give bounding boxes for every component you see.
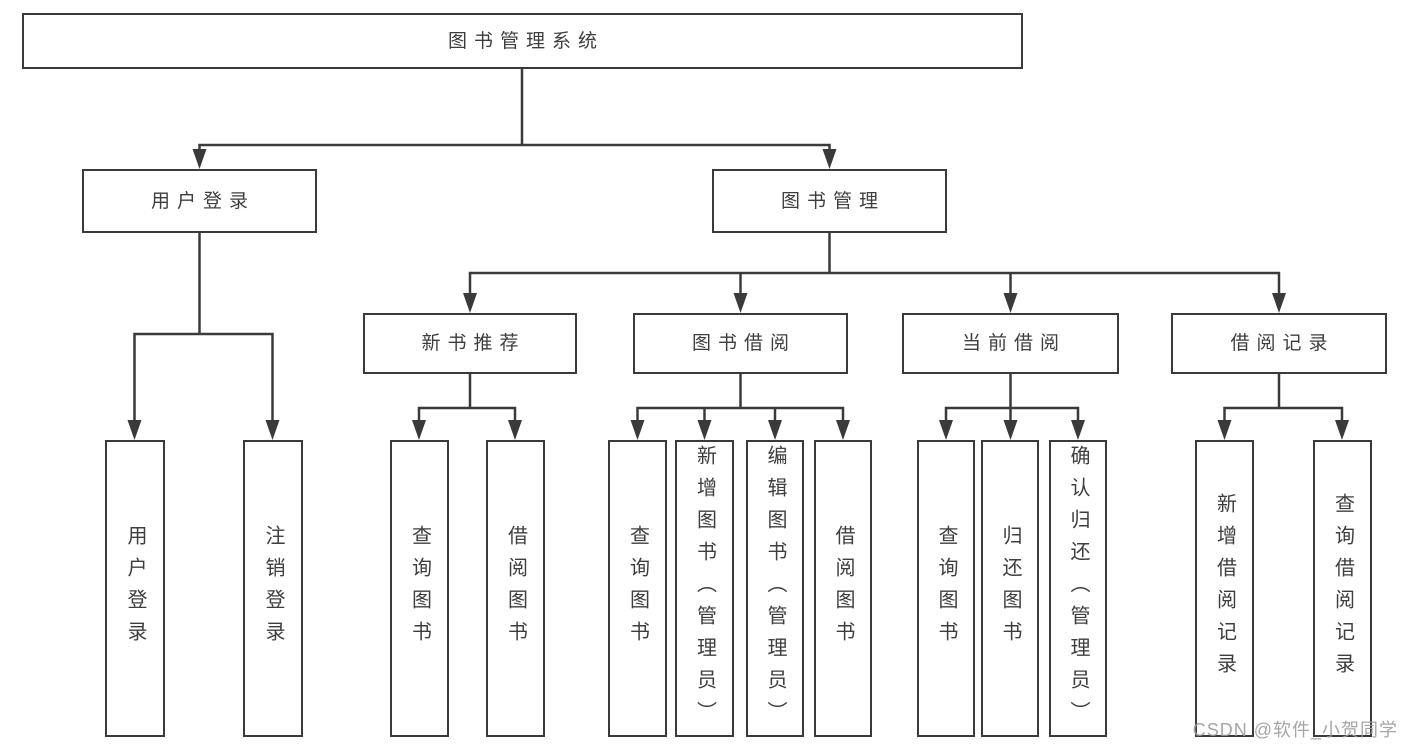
leaf-query-books-current-label: 查询图书: [935, 524, 957, 653]
node-root: 图书管理系统: [22, 13, 1023, 69]
leaf-query-books-recommend: 查询图书: [390, 440, 449, 737]
leaf-borrow-books-recommend-label: 借阅图书: [504, 524, 527, 653]
leaf-borrow-books: 借阅图书: [814, 440, 872, 737]
node-current-borrow: 当前借阅: [902, 313, 1119, 374]
arrowhead-icons: [127, 149, 1349, 440]
leaf-query-books-borrow-label: 查询图书: [626, 524, 649, 653]
leaf-return-book: 归还图书: [981, 440, 1039, 737]
leaf-edit-book-admin-label: 编辑图书（管理员）: [764, 444, 786, 733]
node-book-management-label: 图书管理: [780, 190, 885, 212]
leaf-edit-book-admin: 编辑图书（管理员）: [746, 440, 804, 737]
leaf-borrow-books-recommend: 借阅图书: [486, 440, 545, 737]
node-book-borrow: 图书借阅: [633, 313, 848, 374]
leaf-add-borrow-record: 新增借阅记录: [1195, 440, 1254, 737]
csdn-watermark: CSDN @软件_小贺同学: [1192, 720, 1398, 740]
node-current-borrow-label: 当前借阅: [961, 333, 1066, 354]
leaf-return-book-label: 归还图书: [999, 524, 1021, 653]
node-book-borrow-label: 图书借阅: [691, 333, 796, 354]
node-new-book-recommend-label: 新书推荐: [421, 333, 526, 354]
node-book-management: 图书管理: [712, 169, 947, 233]
leaf-add-book-admin-label: 新增图书（管理员）: [693, 444, 716, 733]
leaf-query-borrow-record-label: 查询借阅记录: [1331, 492, 1354, 685]
leaf-user-login-label: 用户登录: [124, 524, 146, 653]
leaf-user-login: 用户登录: [105, 440, 165, 737]
leaf-logout-label: 注销登录: [262, 524, 284, 653]
node-user-login-branch: 用户登录: [82, 169, 317, 233]
leaf-borrow-books-label: 借阅图书: [832, 524, 854, 653]
leaf-query-books-current: 查询图书: [917, 440, 975, 737]
leaf-add-borrow-record-label: 新增借阅记录: [1213, 492, 1236, 685]
leaf-query-borrow-record: 查询借阅记录: [1313, 440, 1372, 737]
leaf-confirm-return-admin: 确认归还（管理员）: [1049, 440, 1107, 737]
leaf-query-books-borrow: 查询图书: [608, 440, 667, 737]
leaf-confirm-return-admin-label: 确认归还（管理员）: [1067, 444, 1089, 733]
leaf-add-book-admin: 新增图书（管理员）: [675, 440, 734, 737]
node-user-login-branch-label: 用户登录: [150, 190, 255, 212]
node-root-label: 图书管理系统: [447, 30, 604, 52]
node-new-book-recommend: 新书推荐: [363, 313, 577, 374]
node-borrow-records: 借阅记录: [1171, 313, 1387, 374]
leaf-logout: 注销登录: [243, 440, 303, 737]
node-borrow-records-label: 借阅记录: [1230, 333, 1335, 354]
leaf-query-books-recommend-label: 查询图书: [408, 524, 431, 653]
